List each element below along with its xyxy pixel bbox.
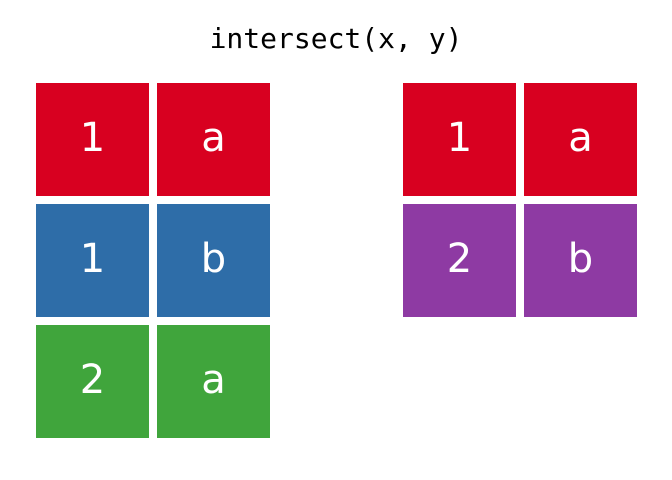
set-cell: 1	[36, 83, 149, 196]
set-cell: 1	[403, 83, 516, 196]
page-title: intersect(x, y)	[209, 22, 463, 55]
set-cell: a	[157, 83, 270, 196]
set-cell: 2	[36, 325, 149, 438]
set-cell-label: 2	[79, 356, 106, 403]
set-cell: a	[157, 325, 270, 438]
set-cell-label: b	[200, 235, 227, 282]
set-cell: 1	[36, 204, 149, 317]
set-cell-label: a	[201, 114, 226, 161]
set-cell-label: b	[567, 235, 594, 282]
set-cell-label: 2	[446, 235, 473, 282]
set-cell: 2	[403, 204, 516, 317]
set-cell: a	[524, 83, 637, 196]
set-cell: b	[524, 204, 637, 317]
set-cell-label: a	[568, 114, 593, 161]
set-cell: b	[157, 204, 270, 317]
set-cell-label: 1	[79, 114, 106, 161]
set-cell-label: 1	[79, 235, 106, 282]
set-cell-label: 1	[446, 114, 473, 161]
set-cell-label: a	[201, 356, 226, 403]
